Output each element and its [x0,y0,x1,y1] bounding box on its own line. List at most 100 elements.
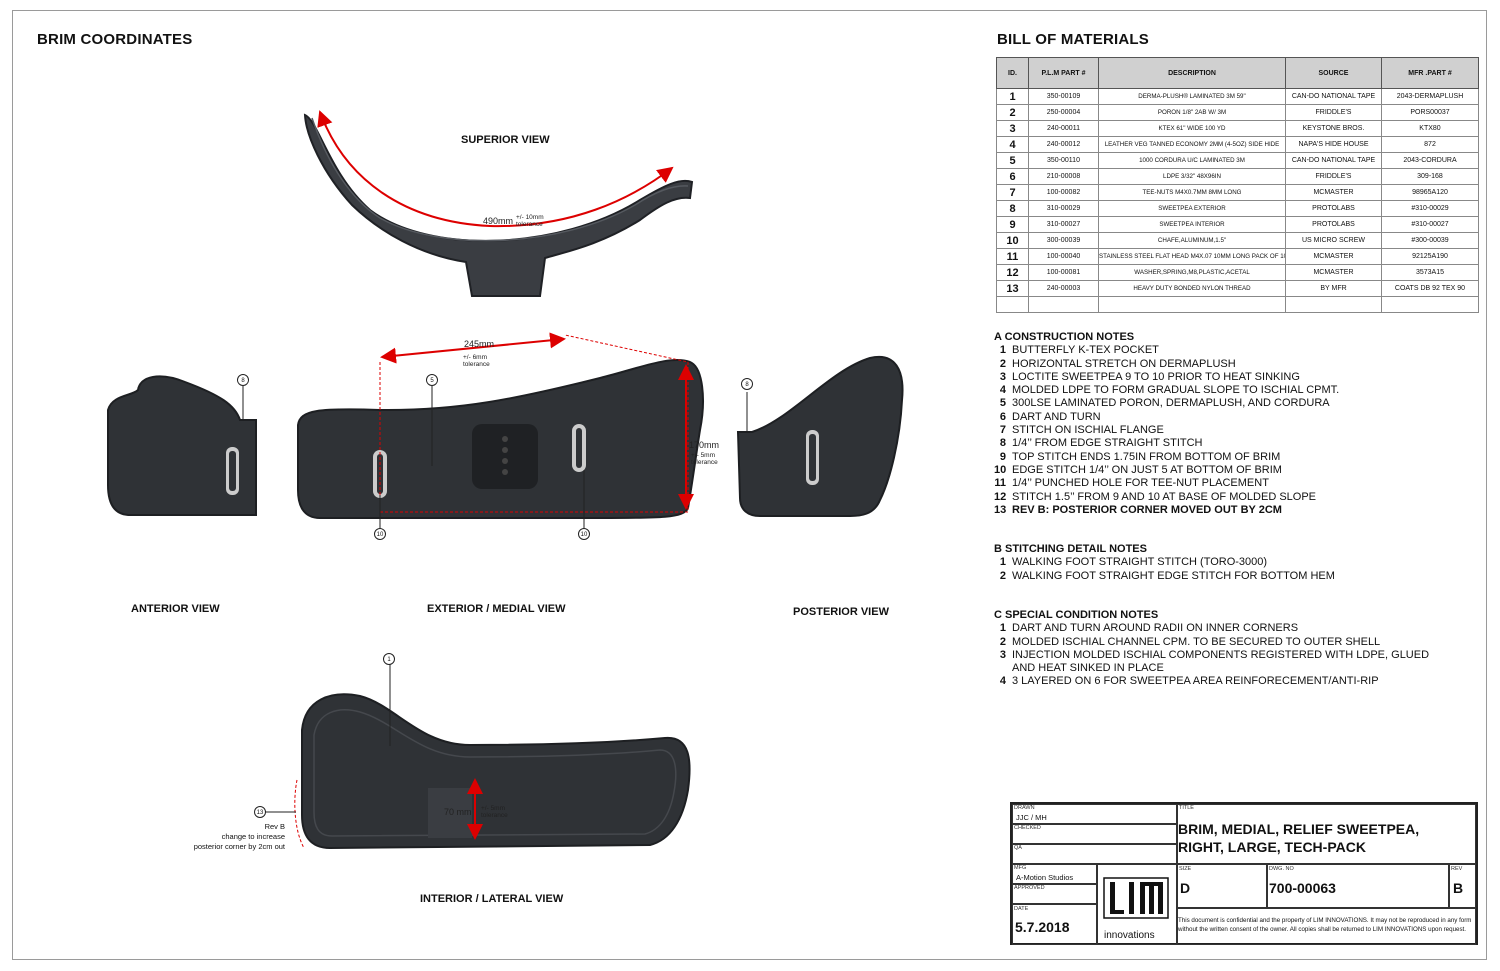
note-number: 1 [999,622,1006,635]
callout-8-posterior: 8 [741,378,753,390]
stitching-notes-title: B STITCHING DETAIL NOTES [994,543,1147,555]
bom-cell: NAPA'S HIDE HOUSE [1285,136,1382,153]
bom-cell: LEATHER VEG TANNED ECONOMY 2MM (4-5OZ) S… [1098,136,1286,153]
bom-cell: 10 [996,232,1029,249]
bom-cell: LDPE 3/32" 48X96IN [1098,168,1286,185]
bom-cell: 98965A120 [1381,184,1479,201]
note-number: 4 [999,384,1006,397]
note-number: 4 [999,675,1006,688]
note-number: 9 [999,450,1006,463]
bom-cell: TEE-NUTS M4X0.7MM 8MM LONG [1098,184,1286,201]
callout-8-anterior: 8 [237,374,249,386]
note-text: HORIZONTAL STRETCH ON DERMAPLUSH [1012,357,1236,370]
bom-cell: 250-00004 [1028,104,1099,121]
size-value: D [1180,880,1191,896]
bom-column-header: SOURCE [1285,57,1382,89]
note-item: 2 WALKING FOOT STRAIGHT EDGE STITCH FOR B… [994,570,1335,583]
bom-cell: 240-00011 [1028,120,1099,137]
bom-cell: HEAVY DUTY BONDED NYLON THREAD [1098,280,1286,297]
bom-cell: 12 [996,264,1029,281]
bom-cell: 100-00081 [1028,264,1099,281]
rev-value: B [1453,880,1464,896]
bom-cell: 100-00082 [1028,184,1099,201]
note-number: 3 [999,648,1006,661]
bom-cell: CHAFE,ALUMINUM,1.5" [1098,232,1286,249]
note-text: 1/4’’ PUNCHED HOLE FOR TEE-NUT PLACEMENT [1012,477,1269,490]
note-item: 4 3 LAYERED ON 6 FOR SWEETPEA AREA REINFO… [994,675,1429,688]
callout-10-right: 10 [578,528,590,540]
dwg-no-value: 700-00063 [1269,880,1336,896]
bom-cell: 1 [996,88,1029,105]
anterior-view-label: ANTERIOR VIEW [131,603,220,615]
callout-10-left: 10 [374,528,386,540]
bom-cell: 350-00110 [1028,152,1099,169]
superior-view-label: SUPERIOR VIEW [461,134,550,146]
bom-column-header: P.L.M PART # [1028,57,1099,89]
drawn-label: DRAWN [1014,805,1035,811]
note-number: 5 [999,397,1006,410]
bom-cell: 300-00039 [1028,232,1099,249]
note-text: WALKING FOOT STRAIGHT STITCH (TORO-3000) [1012,556,1268,569]
bom-cell: BY MFR [1285,280,1382,297]
note-item: 1 WALKING FOOT STRAIGHT STITCH (TORO-3000… [994,556,1335,569]
note-text: REV B: POSTERIOR CORNER MOVED OUT BY 2CM [1012,503,1282,516]
note-number: 2 [999,569,1006,582]
bom-cell: 8 [996,200,1029,217]
note-number: 2 [999,635,1006,648]
height-tolerance: +/- 5mm tolerance [691,452,718,466]
inner-dimension: 70 mm [444,807,472,817]
date-value: 5.7.2018 [1015,919,1070,935]
bom-cell: KTX80 [1381,120,1479,137]
note-item: 2 MOLDED ISCHIAL CHANNEL CPM. TO BE SECUR… [994,636,1429,649]
note-number: 10 [994,463,1007,476]
note-text: 3 LAYERED ON 6 FOR SWEETPEA AREA REINFOR… [1012,675,1379,688]
note-item: 10 EDGE STITCH 1/4’’ ON JUST 5 AT BOTTOM … [994,464,1339,477]
rev-label: REV [1451,866,1463,872]
logo-text: innovations [1104,930,1155,941]
bom-cell: 3573A15 [1381,264,1479,281]
note-text: WALKING FOOT STRAIGHT EDGE STITCH FOR BO… [1012,569,1335,582]
size-label: SIZE [1179,866,1192,872]
drawn-value: JJC / MH [1016,813,1047,822]
exterior-medial-view-label: EXTERIOR / MEDIAL VIEW [427,603,566,615]
interior-view-shape [301,693,691,850]
bom-cell: 1000 CORDURA U/C LAMINATED 3M [1098,152,1286,169]
note-text: DART AND TURN AROUND RADII ON INNER CORN… [1012,622,1299,635]
note-text: MOLDED ISCHIAL CHANNEL CPM. TO BE SECURE… [1012,635,1381,648]
bom-cell: FRIDDLE'S [1285,168,1382,185]
bom-cell: PORS00037 [1381,104,1479,121]
callout-5: 5 [426,374,438,386]
bom-cell: 240-00012 [1028,136,1099,153]
note-text: AND HEAT SINKED IN PLACE [1012,662,1164,675]
note-text: EDGE STITCH 1/4’’ ON JUST 5 AT BOTTOM OF… [1012,463,1282,476]
approved-label: APPROVED [1014,885,1045,891]
bom-cell: WASHER,SPRING,M8,PLASTIC,ACETAL [1098,264,1286,281]
note-number: 1 [999,556,1006,569]
bom-cell: #300-00039 [1381,232,1479,249]
bom-cell: 310-00029 [1028,200,1099,217]
bom-cell: #310-00027 [1381,216,1479,233]
dwg-no-label: DWG. NO [1269,866,1294,872]
note-number: 12 [994,490,1007,503]
date-label: DATE [1014,906,1029,912]
note-text: MOLDED LDPE TO FORM GRADUAL SLOPE TO ISC… [1012,384,1340,397]
bom-cell: 100-00040 [1028,248,1099,265]
note-number: 1 [999,344,1006,357]
bom-cell: 9 [996,216,1029,233]
note-text: 300LSE LAMINATED PORON, DERMAPLUSH, AND … [1012,397,1330,410]
